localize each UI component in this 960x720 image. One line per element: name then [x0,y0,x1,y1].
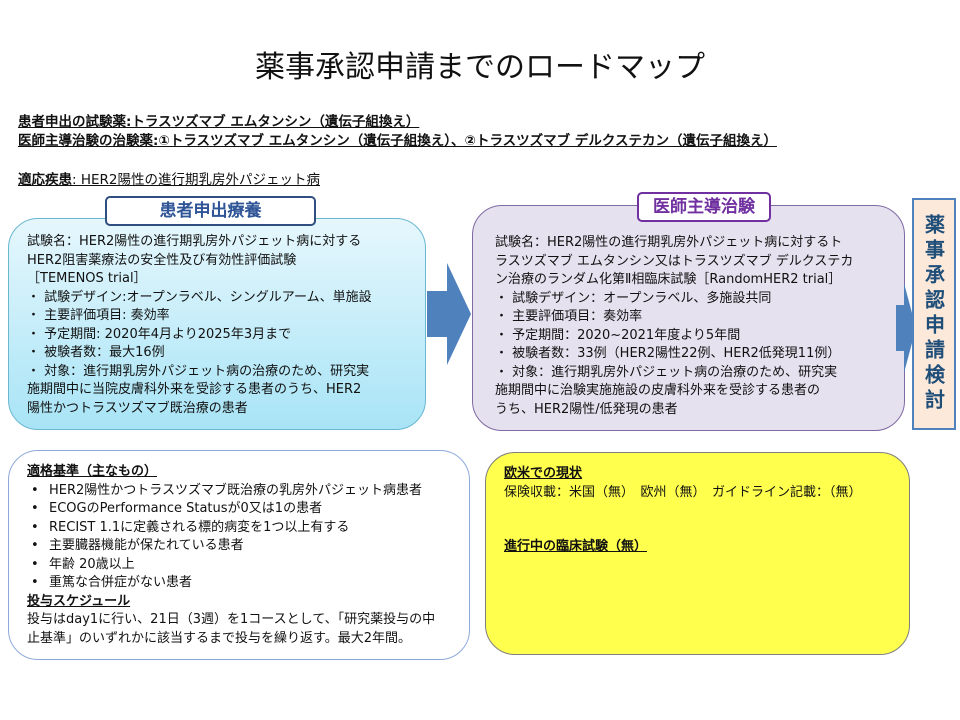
text-line: ［TEMENOS trial］ [27,271,147,286]
patient-drug-line: 患者申出の試験薬:トラスツズマブ エムタンシン（遺伝子組換え） [18,114,420,130]
list-item: RECIST 1.1に定義される標的病変を1つ以上有する [27,519,459,538]
text-line: ・ 予定期間: 2020年4月より2025年3月まで [27,326,292,342]
indication-label: 適応疾患 [18,172,72,188]
list-item: 主要臓器機能が保たれている患者 [27,537,459,556]
text-line: ・ 主要評価項目：奏効率 [495,309,643,324]
list-item: HER2陽性かつトラスツズマブ既治療の乳房外パジェット病患者 [27,482,459,501]
text-line: ・ 主要評価項目: 奏効率 [27,308,170,323]
arrow-right-icon [896,283,916,373]
investigator-trial-box: 試験名：HER2陽性の進行期乳房外パジェット病に対するト ラスツズマブ エムタン… [472,205,905,431]
status-heading: 欧米での現状 [504,466,583,481]
list-item: 年齢 20歳以上 [27,556,459,575]
ongoing-trials: 進行中の臨床試験（無） [504,539,648,554]
text-line: うち、HER2陽性/低発現の患者 [495,401,678,417]
approval-application-box: 薬事承認申請検討 [912,198,956,430]
text-line: ・ 対象：進行期乳房外パジェット病の治療のため、研究実 [495,364,838,380]
text-line: 施期間中に当院皮膚科外来を受診する患者のうち、HER2 [27,382,362,397]
text-line: ・ 被験者数：最大16例 [27,345,165,360]
text-line: ラスツズマブ エムタンシン又はトラスツズマブ デルクステカ [495,253,854,269]
indication-value: : HER2陽性の進行期乳房外パジェット病 [72,172,320,188]
text-line: 試験名：HER2陽性の進行期乳房外パジェット病に対する [27,234,362,249]
arrow-right-icon [427,263,471,365]
text-line: 施期間中に治験実施施設の皮膚科外来を受診する患者の [495,383,821,398]
page-title: 薬事承認申請までのロードマップ [255,50,705,85]
text-line: ・ 被験者数：33例（HER2陽性22例、HER2低発現11例） [495,346,841,361]
indication-line: 適応疾患: HER2陽性の進行期乳房外パジェット病 [18,168,320,188]
schedule-heading: 投与スケジュール [27,593,131,609]
patient-proposed-therapy-tag: 患者申出療養 [105,196,316,226]
list-item: 重篤な合併症がない患者 [27,574,459,593]
text-line: ン治療のランダム化第Ⅱ相臨床試験［RandomHER2 trial］ [495,272,842,287]
text-line: ・ 試験デザイン：オープンラベル、多施設共同 [495,290,772,306]
text-line: HER2阻害薬療法の安全性及び有効性評価試験 [27,252,297,268]
eligibility-heading: 適格基準（主なもの） [27,464,158,479]
patient-proposed-therapy-box: 試験名：HER2陽性の進行期乳房外パジェット病に対する HER2阻害薬療法の安全… [8,218,426,430]
text-line: 陽性かつトラスツズマブ既治療の患者 [27,400,248,416]
eligibility-box: 適格基準（主なもの） HER2陽性かつトラスツズマブ既治療の乳房外パジェット病患… [8,450,470,660]
overseas-status-box: 欧米での現状 保険収載：米国（無） 欧州（無） ガイドライン記載：（無） 進行中… [485,452,910,655]
investigator-trial-tag: 医師主導治験 [637,192,771,222]
text-line: ・ 試験デザイン:オープンラベル、シングルアーム、単施設 [27,289,372,305]
text-line: ・ 予定期間：2020~2021年度より5年間 [495,327,741,343]
investigator-drug-line: 医師主導治験の治験薬:①トラスツズマブ エムタンシン（遺伝子組換え）、②トラスツ… [18,133,777,149]
text-line: 試験名：HER2陽性の進行期乳房外パジェット病に対するト [495,235,843,250]
insurance-status: 保険収載：米国（無） 欧州（無） ガイドライン記載：（無） [504,484,862,500]
list-item: ECOGのPerformance Statusが0又は1の患者 [27,500,459,519]
schedule-text: 投与はday1に行い、21日（3週）を1コースとして、「研究薬投与の中止基準」の… [27,612,436,646]
text-line: ・ 対象：進行期乳房外パジェット病の治療のため、研究実 [27,363,370,379]
